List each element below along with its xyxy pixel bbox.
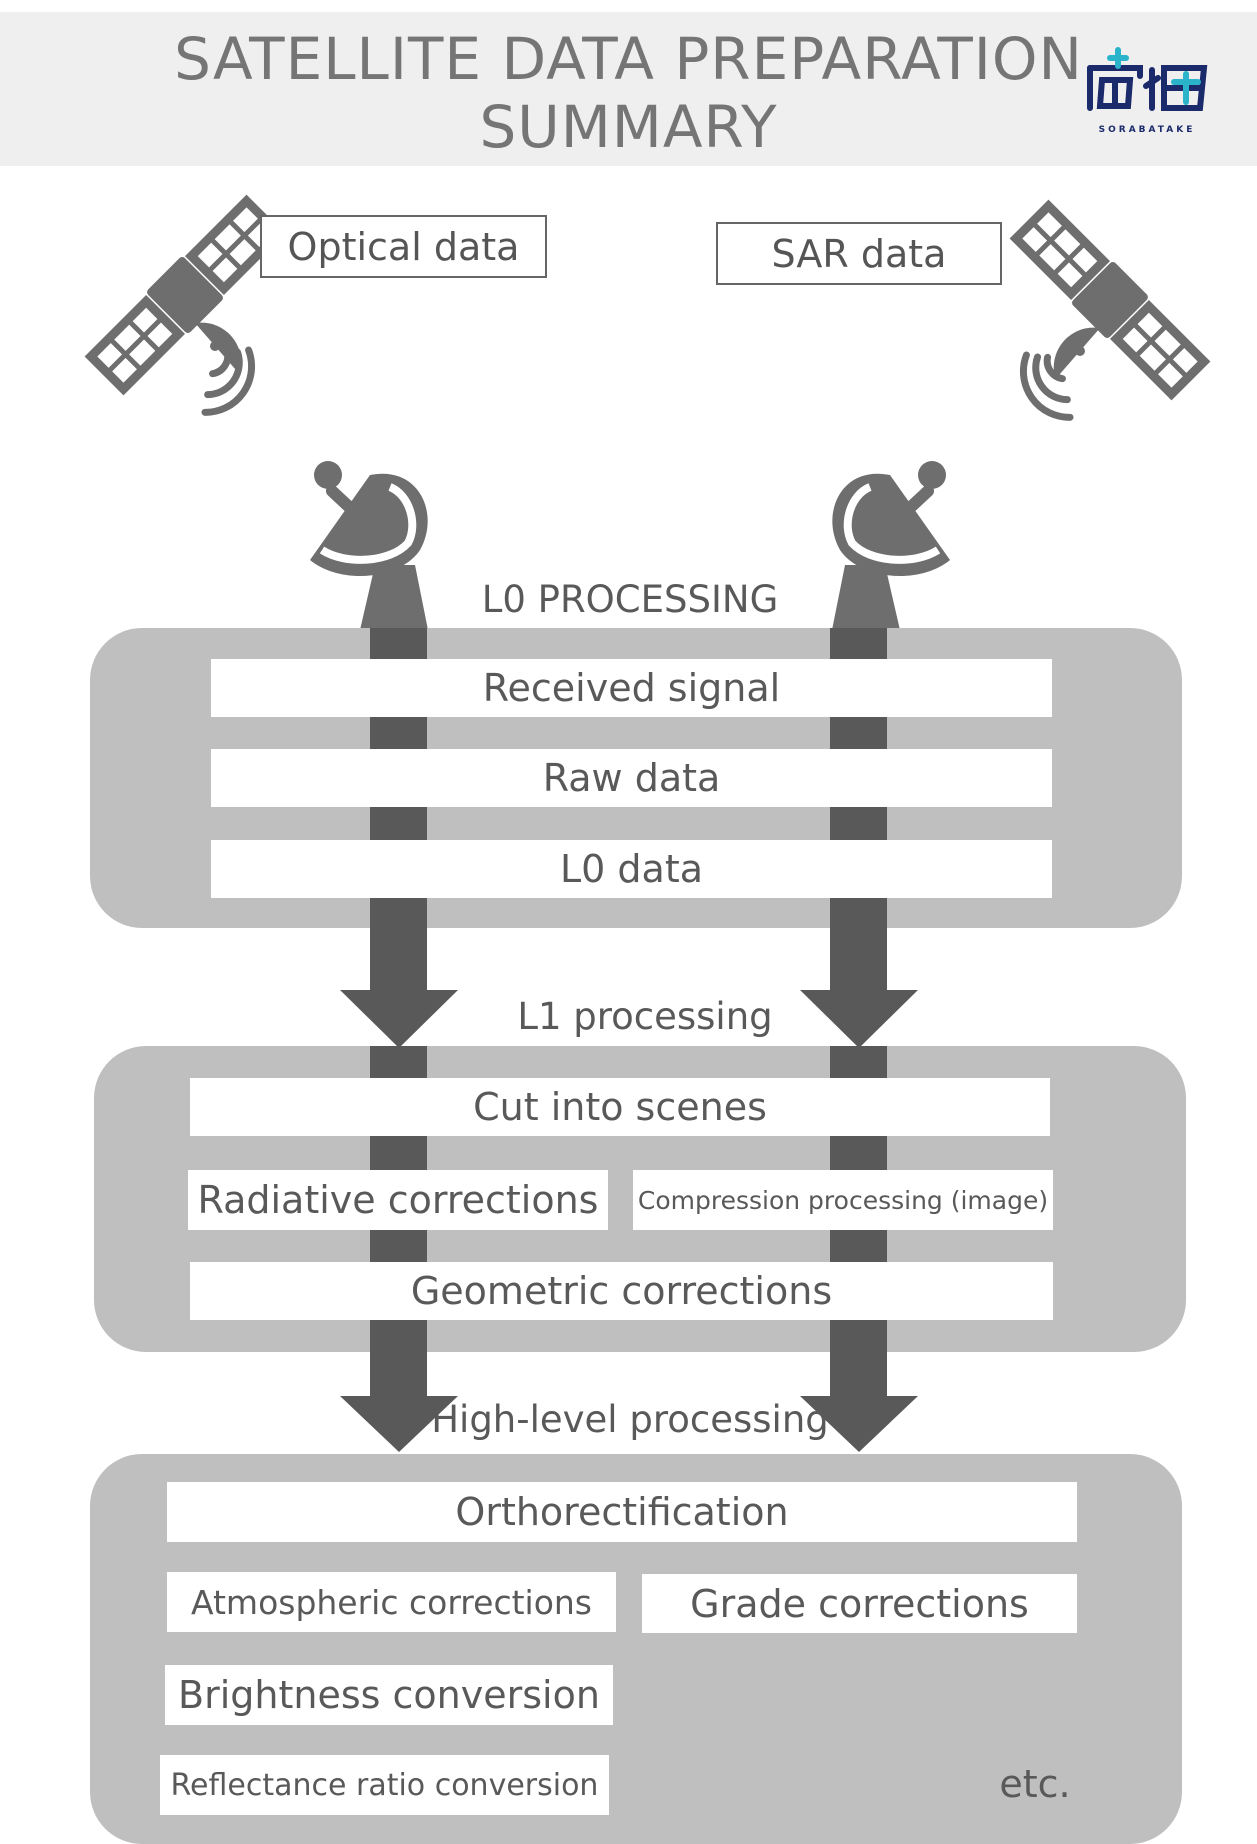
page-title-line-2: SUMMARY bbox=[479, 93, 778, 161]
geometric-corrections-box: Geometric corrections bbox=[190, 1262, 1053, 1320]
radiative-corrections-box: Radiative corrections bbox=[188, 1170, 608, 1230]
signal-waves-icon bbox=[201, 346, 256, 416]
optical-data-label: Optical data bbox=[260, 215, 547, 278]
etc-label: etc. bbox=[999, 1762, 1071, 1806]
down-arrow-icon bbox=[340, 1321, 458, 1452]
logo-text: SORABATAKE bbox=[1099, 125, 1196, 135]
high-level-processing-label: High-level processing bbox=[431, 1398, 829, 1441]
raw-data-box: Raw data bbox=[211, 749, 1052, 807]
antenna-dish-icon bbox=[832, 461, 950, 630]
sorabatake-logo: SORABATAKE bbox=[1082, 46, 1212, 136]
brightness-conversion-box: Brightness conversion bbox=[165, 1665, 613, 1725]
down-arrow-icon bbox=[800, 1321, 918, 1452]
compression-processing-box: Compression processing (image) bbox=[633, 1170, 1053, 1230]
orthorectification-box: Orthorectification bbox=[167, 1482, 1077, 1542]
antenna-dish-icon bbox=[310, 461, 428, 630]
l0-data-box: L0 data bbox=[211, 840, 1052, 898]
grade-corrections-box: Grade corrections bbox=[642, 1574, 1077, 1633]
reflectance-ratio-conversion-box: Reflectance ratio conversion bbox=[160, 1755, 609, 1815]
satellite-icon bbox=[1009, 199, 1211, 401]
sar-data-label: SAR data bbox=[716, 222, 1002, 285]
page-title-line-1: SATELLITE DATA PREPARATION bbox=[174, 25, 1083, 93]
cut-into-scenes-box: Cut into scenes bbox=[190, 1078, 1050, 1136]
l0-processing-label: L0 PROCESSING bbox=[481, 578, 779, 621]
down-arrow-icon bbox=[800, 898, 918, 1048]
signal-waves-icon bbox=[1019, 351, 1074, 421]
received-signal-box: Received signal bbox=[211, 659, 1052, 717]
title-banner: SATELLITE DATA PREPARATION SUMMARY bbox=[0, 12, 1257, 166]
l1-processing-label: L1 processing bbox=[517, 995, 773, 1038]
down-arrow-icon bbox=[340, 898, 458, 1048]
atmospheric-corrections-box: Atmospheric corrections bbox=[167, 1572, 616, 1632]
